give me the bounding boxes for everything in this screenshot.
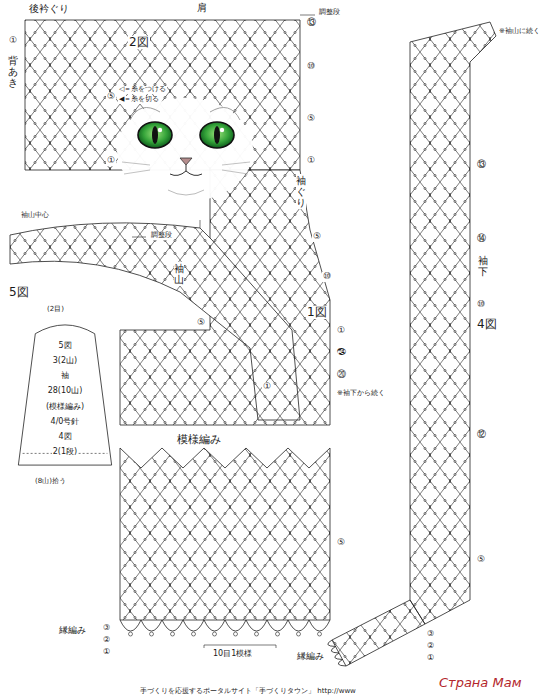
picot xyxy=(129,632,133,636)
sleeve-shape xyxy=(18,325,111,465)
symbol-note: ◀＝糸を切る xyxy=(118,96,160,104)
row-number: ① xyxy=(306,156,316,166)
edging-scallop xyxy=(331,647,339,654)
row-number: ⑫ xyxy=(476,430,487,440)
dimension: (8山)拾う xyxy=(34,478,67,486)
row-number: ⑤ xyxy=(476,555,486,565)
row-number: ③ xyxy=(102,624,111,633)
edging-scallop xyxy=(338,660,346,667)
edging-scallop xyxy=(335,653,343,660)
edging-scallop xyxy=(225,620,246,631)
row-number: ⑬ xyxy=(476,160,487,170)
schematic-text: 4図 xyxy=(57,432,72,442)
sleeve-cap-panel xyxy=(10,223,300,420)
leader-line xyxy=(300,15,315,16)
edging-scallop xyxy=(162,620,183,631)
edging-scallop xyxy=(267,620,288,631)
row-number: ⑬ xyxy=(306,18,317,28)
schematic-text: 3(2山) xyxy=(52,356,78,366)
cat-illustration xyxy=(117,98,253,202)
edging-scallop xyxy=(120,620,141,631)
back-panel xyxy=(25,20,300,170)
edging-scallop xyxy=(204,620,225,631)
footer-caption: 手づくりを応援するポータルサイト「手づくりタウン」 http://www xyxy=(140,688,356,696)
lower-panel xyxy=(120,448,330,620)
part-name: 縁編み xyxy=(58,626,87,636)
watermark: Страна Мам xyxy=(438,676,522,690)
row-number: ⑤ xyxy=(306,114,316,124)
row-number: ③ xyxy=(426,630,435,639)
picot xyxy=(255,632,259,636)
leader-line xyxy=(132,237,146,238)
note: 調整段 xyxy=(150,232,173,240)
note: 袖山中心 xyxy=(20,212,50,220)
repeat-bracket xyxy=(204,645,276,648)
row-number: ⑩ xyxy=(476,300,486,310)
figure-number: 2図 xyxy=(128,36,150,49)
edging-scallop xyxy=(309,620,330,631)
schematic-text: 2(1段) xyxy=(52,447,78,457)
part-name: 肩 xyxy=(196,2,208,13)
row-number: ⑤ xyxy=(312,232,322,242)
row-number: ⑭ xyxy=(476,234,487,244)
sleeve-foot xyxy=(332,600,425,666)
edging xyxy=(120,620,346,666)
row-number: ⑤ xyxy=(336,538,346,548)
schematic-text: 28(10山) xyxy=(47,386,84,396)
sleeve-cap-net xyxy=(10,223,300,420)
edging-scallop xyxy=(141,620,162,631)
leader-line xyxy=(200,220,201,228)
part-name: 袖ぐり xyxy=(296,174,306,209)
picot xyxy=(234,632,238,636)
row-number: ① xyxy=(262,382,272,392)
picot xyxy=(297,632,301,636)
schematic-text: 5図 xyxy=(57,341,72,351)
part-name: 縁編み xyxy=(296,652,325,662)
note: ※袖山に続く xyxy=(498,28,542,36)
picot xyxy=(276,632,280,636)
row-number: ① xyxy=(426,654,435,663)
symbol-note: ◁＝糸をつける xyxy=(118,86,167,94)
row-number: ⑤ xyxy=(196,318,206,328)
part-name: 後衿ぐり xyxy=(28,3,70,14)
part-name: 背あき xyxy=(8,54,18,89)
row-number: ⑩ xyxy=(322,272,332,282)
picot xyxy=(171,632,175,636)
dimension: (2目) xyxy=(46,306,65,314)
row-number: ⑩ xyxy=(306,62,316,72)
row-number: ⑳ xyxy=(336,370,347,380)
figure-number: 1図 xyxy=(306,306,328,319)
edging-scallop xyxy=(183,620,204,631)
row-number: ⑤ xyxy=(106,92,116,102)
schematic-text: 4/0号針 xyxy=(50,417,81,427)
figure-number: 5図 xyxy=(8,286,30,299)
row-number: ② xyxy=(426,642,435,651)
row-number: ① xyxy=(8,36,18,46)
row-number: ① xyxy=(106,156,116,166)
picot xyxy=(213,632,217,636)
edging-scallop xyxy=(288,620,309,631)
edging-scallop xyxy=(328,640,336,647)
picot xyxy=(192,632,196,636)
note: 調整段 xyxy=(318,9,341,17)
pattern-name: 模様編み xyxy=(176,434,222,446)
note: ※袖下から続く xyxy=(336,390,400,398)
figure-number: 4図 xyxy=(476,318,498,331)
row-number: ① xyxy=(336,326,346,336)
row-number: ㉔ xyxy=(336,348,347,358)
repeat-note: 10目1模様 xyxy=(212,650,253,659)
part-name: 袖山 xyxy=(174,262,184,286)
edging-scallop xyxy=(246,620,267,631)
schematic-text: (模様編み) xyxy=(45,402,85,412)
part-name: 袖下 xyxy=(478,254,488,278)
picot xyxy=(318,632,322,636)
picot xyxy=(150,632,154,636)
sleeve-schematic: 5図 3(2山) 袖 28(10山) (模様編み) 4/0号針 4図 2(1段) xyxy=(12,322,118,468)
row-number: ② xyxy=(102,636,111,645)
schematic-text: 袖 xyxy=(60,371,70,381)
row-number: ① xyxy=(102,648,111,657)
